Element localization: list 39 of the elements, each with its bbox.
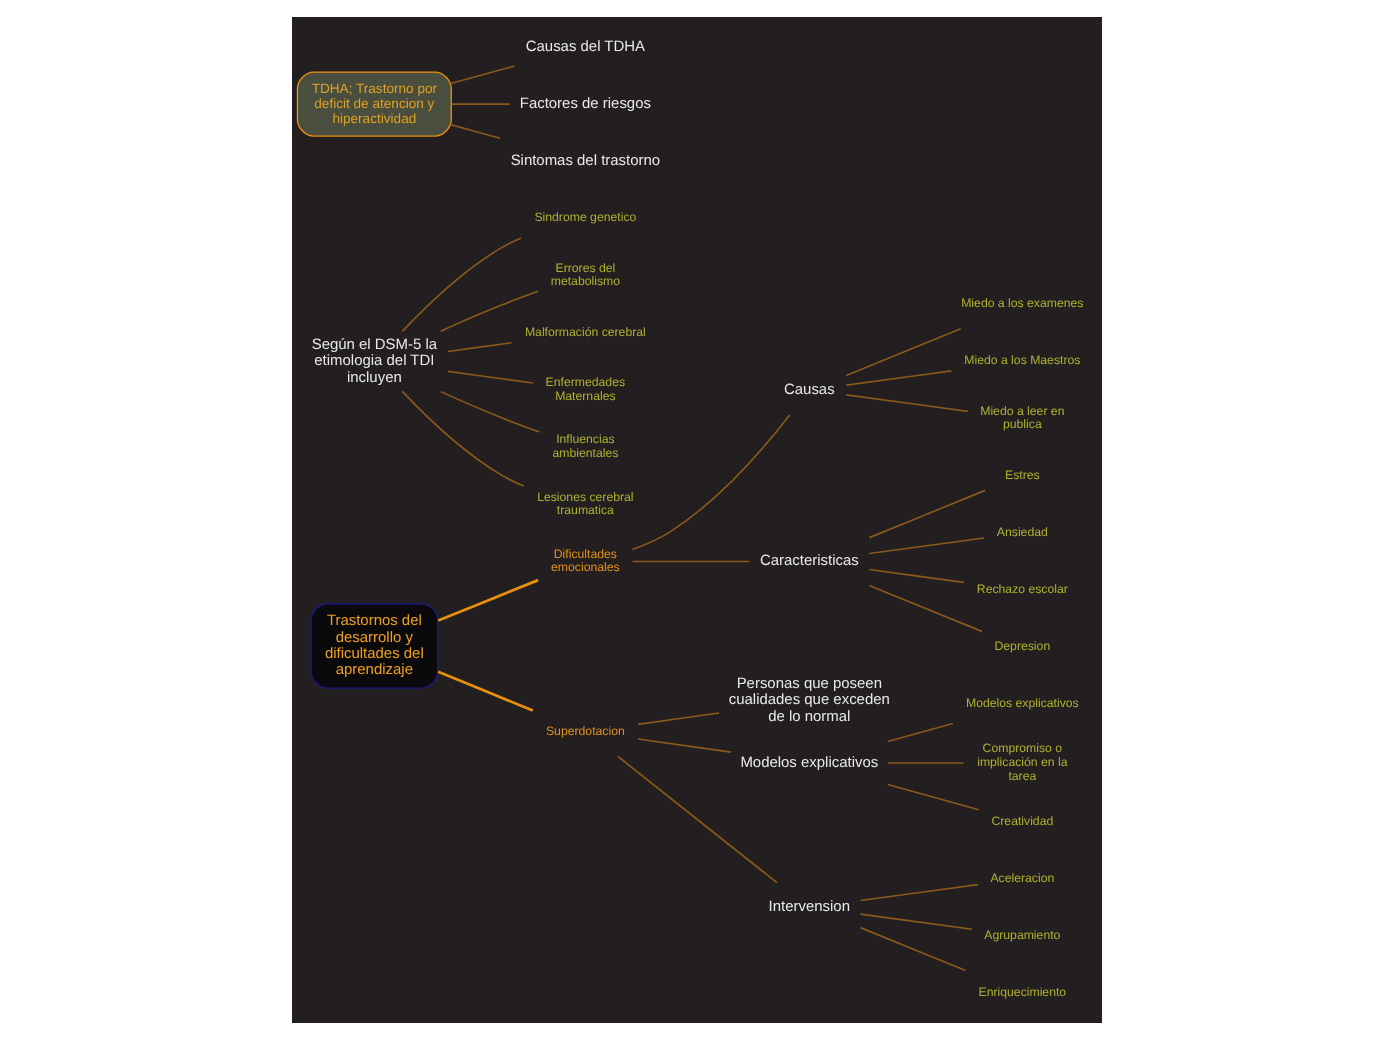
connector: [449, 65, 515, 85]
connector: [400, 390, 524, 487]
connector: [436, 578, 538, 622]
node-text: Causas del TDHA: [524, 36, 645, 55]
connector: [885, 783, 979, 811]
connector: [616, 755, 777, 884]
connector: [630, 414, 790, 551]
connector: [844, 327, 961, 377]
connector: [867, 489, 985, 539]
connector: [449, 124, 500, 140]
node-box: Trastornos del desarrollo y dificultades del aprendizaje: [309, 603, 438, 689]
node-text: Caracteristicas: [758, 551, 858, 570]
connector: [844, 394, 968, 413]
node-text: Intervension: [767, 897, 850, 916]
connector: [867, 537, 984, 555]
connector: [400, 237, 521, 333]
connector: [630, 560, 749, 563]
node-text: Personas que poseen cualidades que exceden de lo normal: [727, 673, 889, 725]
connector: [858, 926, 966, 972]
connector: [449, 103, 510, 105]
connector: [446, 341, 512, 353]
node-text: Modelos explicativos: [739, 752, 878, 771]
connector: [438, 290, 538, 332]
connector: [438, 390, 540, 433]
connector: [844, 370, 952, 386]
connector: [636, 712, 719, 726]
node-text: Según el DSM-5 la etimologia del TDI incluyen: [310, 334, 437, 386]
connector: [867, 568, 964, 584]
connector: [636, 738, 731, 753]
connector: [436, 670, 533, 712]
connector: [885, 762, 964, 764]
connector: [858, 913, 972, 931]
node-text: Factores de riesgos: [518, 93, 650, 112]
node-text: Causas: [782, 379, 834, 398]
connector: [858, 883, 978, 902]
node-text: Sintomas del trastorno: [509, 151, 660, 170]
connector: [867, 584, 982, 633]
connector: [885, 722, 953, 743]
connector: [446, 370, 533, 384]
